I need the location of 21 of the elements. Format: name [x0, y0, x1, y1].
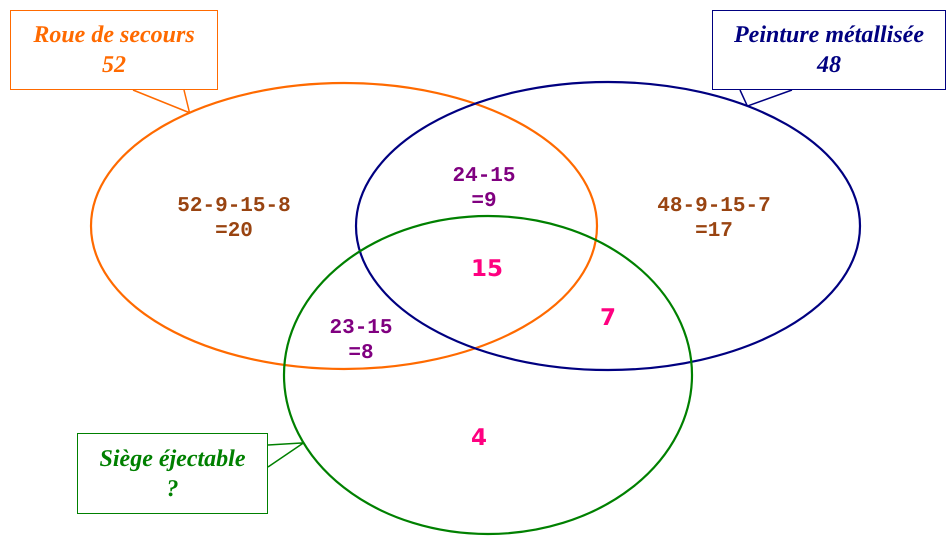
region-calculation: 24-15 =9: [451, 164, 516, 214]
set-count: 52: [102, 51, 126, 80]
region-calculation: 52-9-15-8 =20: [176, 194, 292, 244]
set-count: ?: [166, 474, 178, 504]
set-name: Siège éjectable: [100, 444, 246, 474]
region-count: 4: [470, 424, 488, 452]
callout-box: [712, 10, 946, 90]
region-calculation: 48-9-15-7 =17: [656, 194, 772, 244]
region-calculation: 23-15 =8: [328, 316, 394, 366]
region-count: 15: [470, 255, 504, 283]
callout-pointer: [132, 89, 190, 114]
set-ellipse: [90, 82, 598, 370]
callout-box: [10, 10, 218, 90]
callout-box: [77, 433, 268, 514]
region-count: 7: [598, 304, 617, 332]
callout-pointer: [267, 442, 304, 468]
set-ellipse: [283, 215, 693, 535]
set-count: 48: [817, 51, 841, 80]
set-name: Roue de secours: [33, 21, 195, 50]
set-name: Peinture métallisée: [734, 21, 924, 50]
callout-pointer: [739, 89, 793, 107]
